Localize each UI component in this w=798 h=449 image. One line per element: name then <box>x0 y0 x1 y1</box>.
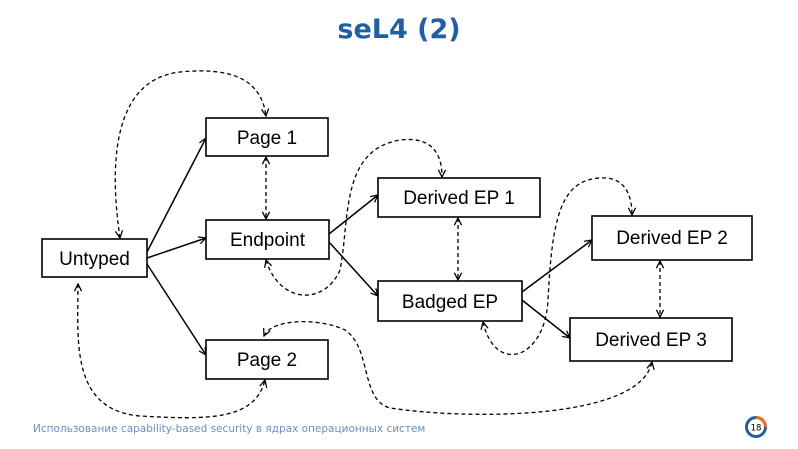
node-derived-ep-3: Derived EP 3 <box>569 317 733 362</box>
edge-endpoint-badged <box>328 241 378 296</box>
node-page2: Page 2 <box>205 339 329 380</box>
node-derived-ep-2: Derived EP 2 <box>591 215 753 261</box>
node-label: Page 1 <box>237 128 297 149</box>
node-page1: Page 1 <box>205 117 329 157</box>
page-number: 18 <box>751 424 762 434</box>
node-label: Derived EP 3 <box>595 330 707 351</box>
edge-untyped-page1 <box>146 138 207 253</box>
node-label: Endpoint <box>230 230 306 251</box>
edge-untyped-endpoint <box>146 238 206 259</box>
cdt-link-untyped-page1 <box>114 70 266 238</box>
node-label: Derived EP 1 <box>403 188 515 209</box>
edge-badged-derived2 <box>521 240 592 293</box>
cdt-link-endpoint-derived1 <box>266 138 442 296</box>
slide-title: seL4 (2) <box>337 14 461 45</box>
edge-untyped-page2 <box>146 263 206 355</box>
edge-badged-derived3 <box>521 299 570 338</box>
cdt-link-page2-derived3 <box>264 321 652 415</box>
cdt-link-untyped-page2 <box>78 284 265 419</box>
node-label: Page 2 <box>237 350 297 371</box>
edge-endpoint-derived1 <box>328 195 378 235</box>
node-endpoint: Endpoint <box>205 219 330 260</box>
page-number-badge: 18 <box>745 416 767 438</box>
node-derived-ep-1: Derived EP 1 <box>377 177 541 218</box>
slide-footer: Использование capability-based security … <box>33 423 426 435</box>
node-badged-ep: Badged EP <box>377 280 523 322</box>
node-untyped: Untyped <box>41 238 148 278</box>
node-label: Untyped <box>59 249 130 270</box>
page-badge-accent <box>755 416 767 428</box>
node-label: Badged EP <box>402 292 498 313</box>
node-label: Derived EP 2 <box>616 228 728 249</box>
